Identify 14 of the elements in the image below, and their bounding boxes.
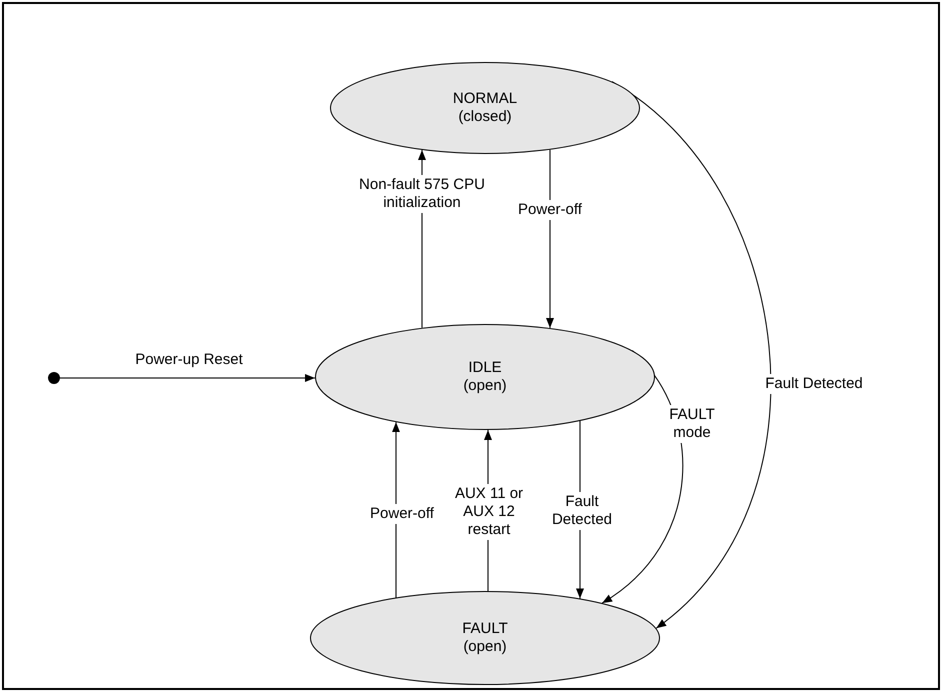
state-status: (closed) (458, 108, 512, 126)
arrow (546, 149, 554, 329)
state-status: (open) (463, 638, 507, 656)
state-name: FAULT (462, 620, 508, 638)
state-status: (open) (463, 377, 507, 395)
state-name: IDLE (468, 359, 502, 377)
state-ellipse (330, 62, 640, 154)
state-ellipse (310, 591, 660, 685)
start-dot (48, 372, 60, 384)
state-ellipse (315, 324, 655, 430)
curved-arrow (611, 81, 771, 629)
state-name: NORMAL (452, 90, 518, 108)
arrow (392, 422, 400, 598)
arrow (60, 374, 316, 382)
